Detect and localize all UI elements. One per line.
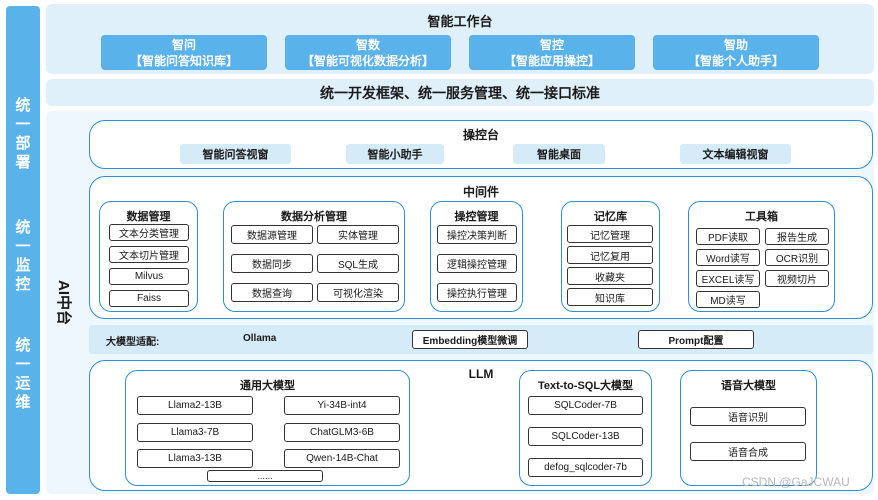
workbench-title: 智能工作台 bbox=[427, 14, 493, 29]
text-to-sql-item[interactable]: SQLCoder-13B bbox=[528, 427, 643, 446]
memory-item[interactable]: 记忆管理 bbox=[567, 225, 653, 243]
speech-llm-item[interactable]: 语音识别 bbox=[690, 407, 806, 426]
data-mgmt-title: 数据管理 bbox=[126, 211, 171, 223]
workbench-item-desc: 【智能问答知识库】 bbox=[129, 53, 238, 68]
analysis-mgmt-item[interactable]: 数据查询 bbox=[231, 283, 313, 302]
ai-platform-label: AI中台 bbox=[55, 280, 72, 326]
control-mgmt-item[interactable]: 逻辑操控管理 bbox=[437, 254, 517, 273]
data-mgmt-item[interactable]: Milvus bbox=[109, 268, 189, 285]
toolbox-item[interactable]: 视频切片 bbox=[765, 270, 829, 287]
control-mgmt-title: 操控管理 bbox=[454, 211, 499, 223]
general-llm-item[interactable]: Llama3-7B bbox=[137, 423, 253, 442]
console-item-qa-window[interactable]: 智能问答视窗 bbox=[180, 144, 291, 164]
sidebar-label-monitor: 统一监控 bbox=[15, 219, 31, 293]
general-llm-title: 通用大模型 bbox=[240, 380, 295, 392]
speech-llm-group bbox=[680, 370, 817, 486]
workbench-item-zhikong[interactable]: 智控 【智能应用操控】 bbox=[469, 35, 635, 70]
general-llm-item[interactable]: Llama2-13B bbox=[137, 396, 253, 415]
workbench-item-name: 智问 bbox=[171, 37, 196, 52]
toolbox-item[interactable]: 报告生成 bbox=[765, 228, 829, 245]
speech-llm-item[interactable]: 语音合成 bbox=[690, 442, 806, 461]
toolbox-item[interactable]: MD读写 bbox=[696, 291, 760, 308]
data-mgmt-item[interactable]: 文本分类管理 bbox=[109, 224, 189, 241]
workbench-item-zhizhu[interactable]: 智助 【智能个人助手】 bbox=[653, 35, 819, 70]
memory-title: 记忆库 bbox=[594, 211, 627, 223]
left-sidebar bbox=[6, 6, 40, 494]
workbench-item-name: 智控 bbox=[539, 37, 564, 52]
toolbox-item[interactable]: EXCEL读写 bbox=[696, 270, 760, 287]
general-llm-item[interactable]: Qwen-14B-Chat bbox=[284, 449, 400, 468]
workbench-item-name: 智助 bbox=[723, 37, 748, 52]
workbench-item-zhishu[interactable]: 智数 【智能可视化数据分析】 bbox=[285, 35, 451, 70]
console-item-text-editor[interactable]: 文本编辑视窗 bbox=[680, 144, 791, 164]
toolbox-item[interactable]: OCR识别 bbox=[765, 249, 829, 266]
adapter-ollama: Ollama bbox=[243, 333, 277, 344]
console-item-assistant[interactable]: 智能小助手 bbox=[346, 144, 444, 164]
watermark: CSDN @GaJCWAU bbox=[742, 475, 850, 489]
data-mgmt-item[interactable]: 文本切片管理 bbox=[109, 246, 189, 263]
data-mgmt-item[interactable]: Faiss bbox=[109, 290, 189, 307]
control-mgmt-item[interactable]: 操控决策判断 bbox=[437, 225, 517, 244]
toolbox-item[interactable]: PDF读取 bbox=[696, 228, 760, 245]
speech-llm-title: 语音大模型 bbox=[721, 380, 776, 392]
console-title: 操控台 bbox=[462, 128, 499, 142]
memory-item[interactable]: 收藏夹 bbox=[567, 267, 653, 285]
analysis-mgmt-item[interactable]: 实体管理 bbox=[317, 225, 399, 244]
middleware-title: 中间件 bbox=[462, 185, 499, 199]
sidebar-label-ops: 统一运维 bbox=[15, 337, 31, 411]
memory-item[interactable]: 知识库 bbox=[567, 288, 653, 306]
memory-item[interactable]: 记忆复用 bbox=[567, 246, 653, 264]
analysis-mgmt-item[interactable]: 数据源管理 bbox=[231, 225, 313, 244]
framework-bar: 统一开发框架、统一服务管理、统一接口标准 bbox=[46, 79, 874, 106]
framework-bar-text: 统一开发框架、统一服务管理、统一接口标准 bbox=[320, 84, 600, 101]
adapter-embedding-finetune[interactable]: Embedding模型微调 bbox=[412, 330, 528, 349]
text-to-sql-title: Text-to-SQL大模型 bbox=[537, 380, 634, 392]
workbench-item-name: 智数 bbox=[355, 37, 380, 52]
text-to-sql-item[interactable]: SQLCoder-7B bbox=[528, 396, 643, 415]
control-mgmt-item[interactable]: 操控执行管理 bbox=[437, 283, 517, 302]
analysis-mgmt-item[interactable]: 可视化渲染 bbox=[317, 283, 399, 302]
general-llm-item[interactable]: ChatGLM3-6B bbox=[284, 423, 400, 442]
workbench-item-zhiwen[interactable]: 智问 【智能问答知识库】 bbox=[101, 35, 267, 70]
console-item-desktop[interactable]: 智能桌面 bbox=[513, 144, 605, 164]
llm-title: LLM bbox=[468, 367, 494, 381]
analysis-mgmt-item[interactable]: SQL生成 bbox=[317, 254, 399, 273]
workbench-item-desc: 【智能个人助手】 bbox=[687, 53, 784, 68]
toolbox-item[interactable]: Word读写 bbox=[696, 249, 760, 266]
analysis-mgmt-title: 数据分析管理 bbox=[281, 211, 347, 223]
general-llm-item[interactable]: Yi-34B-int4 bbox=[284, 396, 400, 415]
workbench-item-desc: 【智能应用操控】 bbox=[503, 53, 600, 68]
text-to-sql-item[interactable]: defog_sqlcoder-7b bbox=[528, 458, 643, 477]
adapter-prompt-config[interactable]: Prompt配置 bbox=[638, 330, 754, 349]
toolbox-title: 工具箱 bbox=[745, 211, 778, 223]
general-llm-more[interactable]: ...... bbox=[207, 470, 323, 482]
general-llm-item[interactable]: Llama3-13B bbox=[137, 449, 253, 468]
sidebar-label-deploy: 统一部署 bbox=[15, 97, 31, 171]
analysis-mgmt-item[interactable]: 数据同步 bbox=[231, 254, 313, 273]
adapter-label: 大模型适配: bbox=[106, 337, 160, 348]
workbench-item-desc: 【智能可视化数据分析】 bbox=[301, 53, 434, 68]
